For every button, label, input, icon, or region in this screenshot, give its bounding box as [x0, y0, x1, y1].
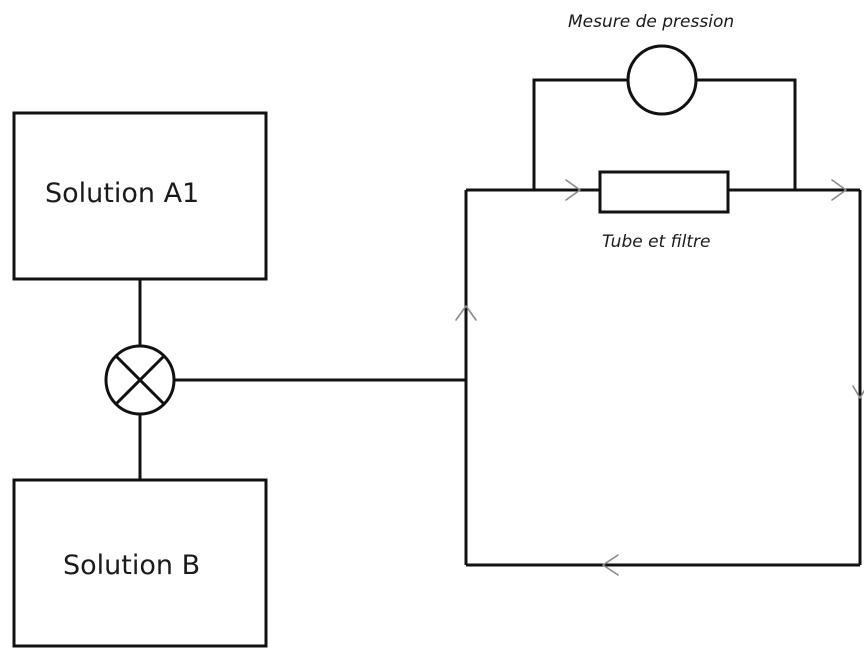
solution-a-label: Solution A1: [45, 178, 199, 209]
pressure-bypass: [532, 44, 797, 190]
bypass-left-wire: [532, 78, 628, 190]
flow-arrow-down: [852, 385, 864, 399]
mixing-valve-icon: [104, 344, 176, 416]
flow-arrow-up: [455, 305, 477, 321]
solution-a-node: Solution A1: [12, 111, 268, 281]
solution-b-node: Solution B: [12, 478, 268, 648]
tube-filter-icon: [598, 170, 730, 214]
tube-filter-label: Tube et filtre: [602, 232, 710, 252]
pressure-gauge-icon: [626, 44, 698, 116]
flow-arrow-left: [602, 554, 619, 576]
solution-b-label: Solution B: [63, 550, 200, 581]
bypass-right-wire: [696, 78, 797, 190]
solution-b-box: [12, 478, 268, 648]
flow-arrow-right-1: [565, 179, 581, 201]
flow-arrow-right-2: [831, 179, 847, 201]
solution-a-box: [12, 111, 268, 281]
pressure-label: Mesure de pression: [568, 12, 734, 32]
